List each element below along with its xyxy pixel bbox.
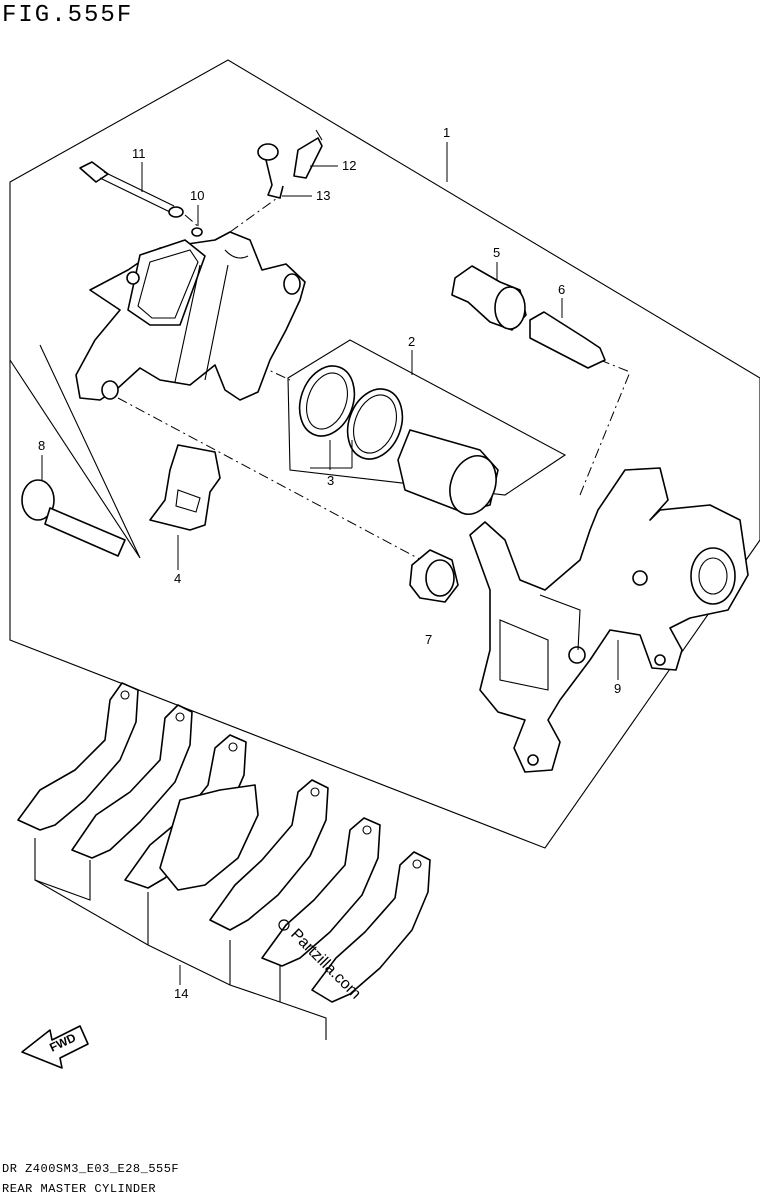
callout-9: 9 <box>614 681 621 696</box>
callout-1: 1 <box>443 125 450 140</box>
assembly-boundary <box>9 59 760 849</box>
callout-8: 8 <box>38 438 45 453</box>
axis-line <box>599 359 631 373</box>
forward-direction-arrow: FWD <box>21 1025 89 1069</box>
pad-set-bracket <box>34 838 91 901</box>
model-code: DR Z400SM3_E03_E28_555F <box>2 1162 180 1176</box>
callout-12: 12 <box>342 158 356 173</box>
callout-10: 10 <box>190 188 204 203</box>
axis-line <box>229 195 281 233</box>
callout-2: 2 <box>408 334 415 349</box>
leader-lines <box>41 142 619 985</box>
axis-line <box>579 371 631 496</box>
brake-pads-part <box>17 682 431 1003</box>
axis-line <box>117 397 441 571</box>
callout-14: 14 <box>174 986 188 1001</box>
pad-set-bracket-2 <box>34 879 327 1040</box>
callout-13: 13 <box>316 188 330 203</box>
axis-line <box>184 214 201 229</box>
piston-seals-part <box>298 365 404 460</box>
bleeder-screw-part <box>79 161 184 218</box>
washer-part <box>191 227 203 237</box>
callout-11: 11 <box>132 146 146 161</box>
figure-title: FIG.555F <box>2 2 134 29</box>
caliper-body-part <box>75 231 306 401</box>
piston-seal-box <box>287 339 567 496</box>
callout-5: 5 <box>493 245 500 260</box>
assembly-name: REAR MASTER CYLINDER <box>2 1182 157 1196</box>
banjo-fitting-part <box>257 129 323 199</box>
guide-pin-part <box>529 311 606 369</box>
pad-spring-part <box>149 444 221 531</box>
callout-7: 7 <box>425 632 432 647</box>
rubber-boot-part <box>409 549 459 603</box>
piston-part <box>397 429 499 515</box>
slide-pin-part <box>21 479 126 557</box>
callout-4: 4 <box>174 571 181 586</box>
callout-6: 6 <box>558 282 565 297</box>
pin-box <box>9 344 141 559</box>
boot-part <box>451 265 527 331</box>
callout-3: 3 <box>327 473 334 488</box>
caliper-bracket-part <box>469 467 749 773</box>
